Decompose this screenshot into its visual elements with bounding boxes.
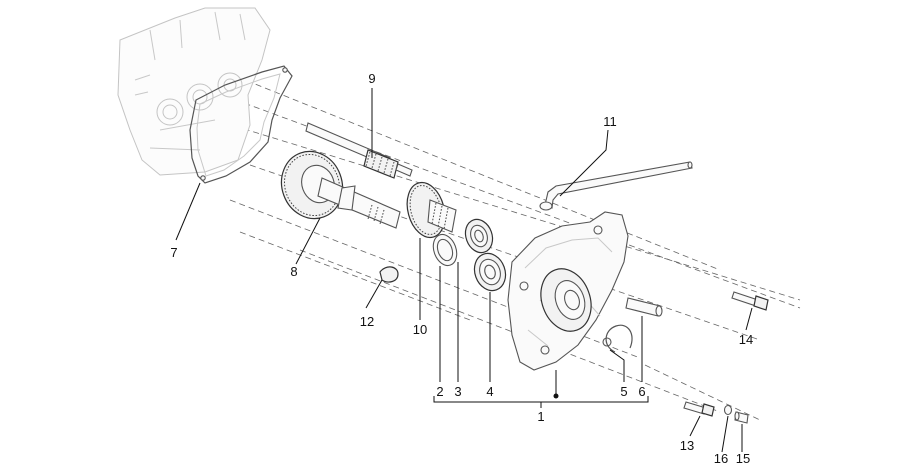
callout-10: 10	[413, 322, 427, 337]
bearing-small	[464, 218, 494, 254]
breather-tube	[539, 161, 693, 211]
dowel-pin	[625, 297, 663, 317]
sealing-washer	[723, 404, 733, 416]
cover-bolt	[731, 291, 769, 311]
callout-2: 2	[436, 384, 443, 399]
cover-bolt-lower	[683, 401, 715, 417]
transmission-cover	[507, 211, 629, 371]
alignment-lines	[159, 61, 801, 421]
callout-8: 8	[290, 264, 297, 279]
callout-1: 1	[537, 409, 544, 424]
plug	[379, 266, 399, 283]
washer	[432, 233, 458, 267]
callout-7: 7	[170, 245, 177, 260]
callout-13: 13	[680, 438, 694, 453]
crankcase-half	[117, 7, 271, 176]
drain-screw	[734, 411, 749, 424]
callout-4: 4	[486, 384, 493, 399]
callout-5: 5	[620, 384, 627, 399]
intermediate-gear	[406, 181, 457, 239]
callout-12: 12	[360, 314, 374, 329]
leader-lines	[175, 88, 753, 453]
callout-3: 3	[454, 384, 461, 399]
callout-14: 14	[739, 332, 753, 347]
gasket	[189, 65, 293, 184]
callout-15: 15	[736, 451, 750, 465]
callout-16: 16	[714, 451, 728, 465]
final-gear-shaft	[280, 150, 401, 229]
circlip	[605, 324, 633, 353]
callout-11: 11	[603, 114, 617, 129]
bearing-large	[473, 252, 507, 292]
cover-marker-dot	[553, 393, 559, 399]
callout-labels: 9 11 7 8 12 10 2 3 4 5 6 1 14 13 16 15	[170, 71, 753, 465]
callout-9: 9	[368, 71, 375, 86]
callout-6: 6	[638, 384, 645, 399]
